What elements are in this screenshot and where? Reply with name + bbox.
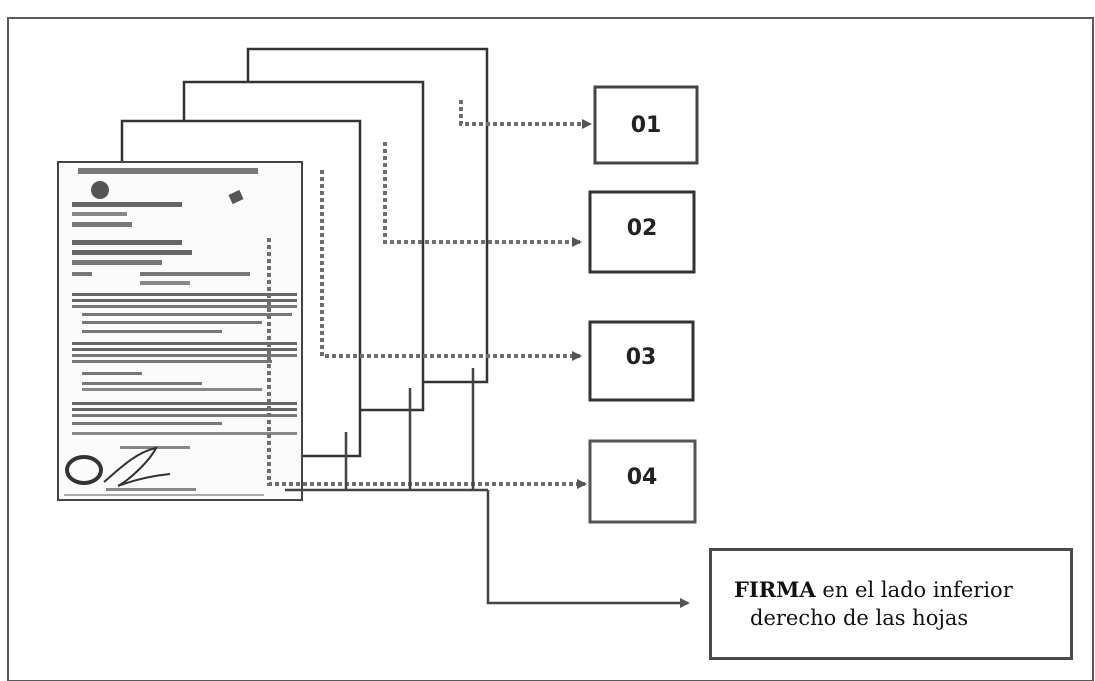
note-line-1-rest: en el lado inferior [816,578,1013,602]
note-bold-word: FIRMA [734,577,816,602]
note-line-1: FIRMA en el lado inferior [734,576,1070,604]
number-box-01: 01 [595,87,697,163]
document-page [58,162,302,500]
note-line-2: derecho de las hojas [734,604,1070,632]
number-box-04: 04 [590,441,695,522]
number-label-04: 04 [627,465,658,490]
number-label-01: 01 [631,113,662,138]
number-box-02: 02 [590,192,694,272]
number-box-03: 03 [590,322,693,400]
signature-note-box: FIRMA en el lado inferior derecho de las… [709,548,1073,660]
number-label-02: 02 [627,216,658,241]
number-label-03: 03 [626,345,657,370]
